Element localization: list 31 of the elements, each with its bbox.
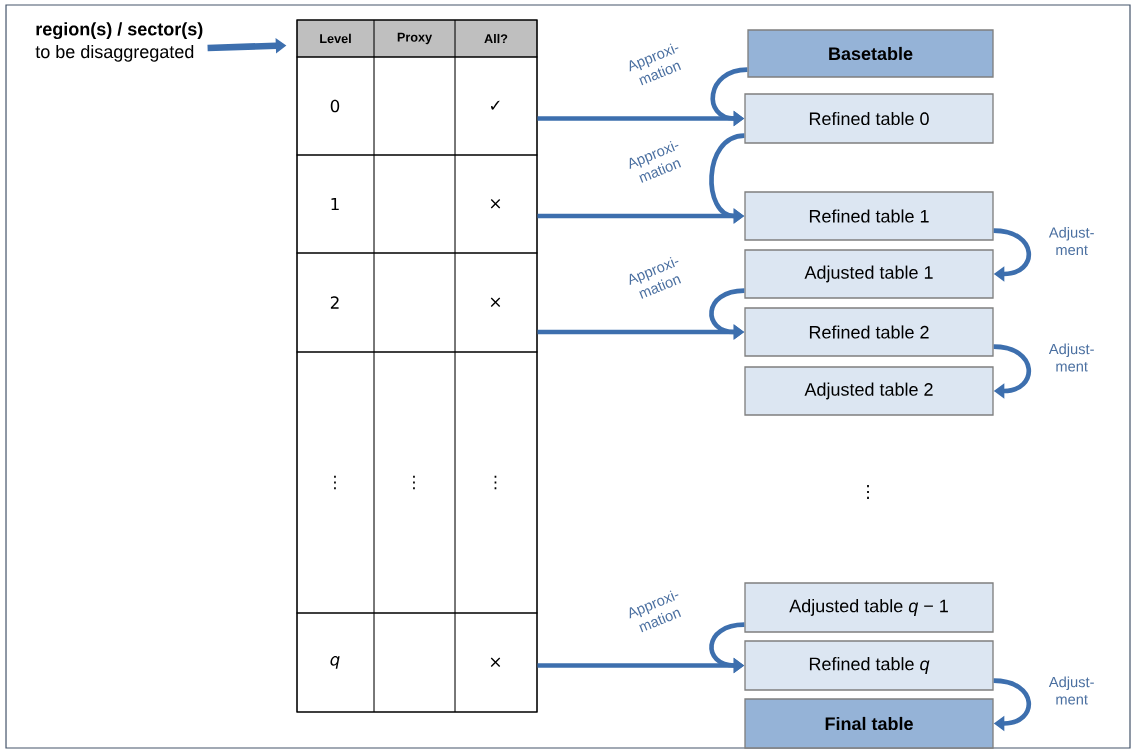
column-header: Level [320,33,351,44]
table-box: Final table [744,698,994,749]
table-entry: × [490,297,501,307]
table-entry: ✓ [491,100,500,110]
curved-arrow [993,678,1031,732]
table-box: Refined table 1 [744,191,994,241]
table-box: Refined table 2 [744,307,994,357]
table-entry: ⋮ [334,475,336,490]
table-box: Refined table q [744,640,994,691]
edge-label: Adjust- ment [1041,225,1103,257]
table-box: Adjusted table 2 [744,366,994,416]
ellipsis-dots: ⋮ [867,485,869,499]
input-text: region(s) / sector(s) to be disaggregated [35,22,203,62]
curved-arrow [993,228,1031,282]
table-box: Adjusted table 1 [744,249,994,299]
curved-arrow [993,344,1031,399]
table-box: Basetable [747,29,994,78]
edge-label: Adjust- ment [1041,342,1103,373]
column-header: All? [484,33,508,44]
table-entry: ⋮ [413,475,415,490]
table-entry: 0 [330,99,340,113]
column-header: Proxy [397,32,433,45]
table-entry: × [490,199,501,209]
table-entry: q [330,656,340,669]
table-entry: × [490,657,501,667]
table-entry: 1 [331,197,339,211]
table-box: Adjusted table q − 1 [744,582,994,633]
edge-label: Adjust- ment [1041,675,1103,706]
table-box: Refined table 0 [744,93,994,144]
table-entry: ⋮ [494,475,497,490]
table-entry: 2 [330,296,339,309]
